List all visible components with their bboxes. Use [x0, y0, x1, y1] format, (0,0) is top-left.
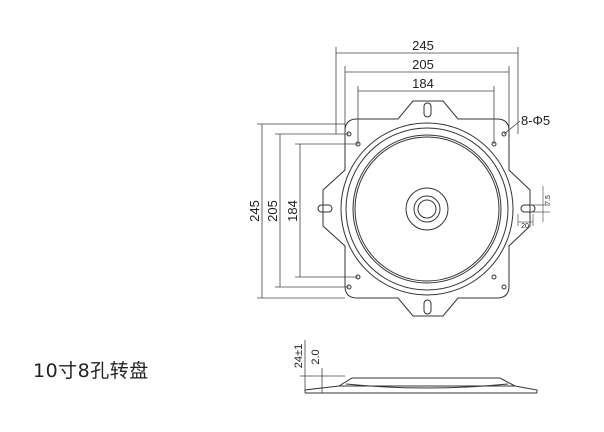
product-caption: 10寸8孔转盘 [33, 360, 149, 382]
dim-side-height: 24±1 [293, 344, 305, 368]
dim-top-inner: 184 [412, 76, 434, 91]
rotating-disk [340, 122, 514, 296]
dim-left-outer: 245 [247, 200, 262, 222]
holes-leader [503, 120, 521, 135]
dim-top-mid: 205 [412, 57, 434, 72]
dim-left-inner: 184 [285, 200, 300, 222]
dim-left-mid: 205 [265, 200, 280, 222]
top-dimensions [335, 47, 519, 144]
ear-slots [317, 102, 536, 315]
dim-side-thickness: 2.0 [310, 349, 322, 364]
dim-slot-height: 7.5 [545, 195, 552, 205]
dim-holes: 8-Φ5 [521, 113, 550, 128]
dim-top-outer: 245 [412, 38, 434, 53]
dim-slot-width: 20 [521, 223, 529, 230]
mounting-holes [346, 131, 507, 290]
side-view [300, 340, 538, 394]
left-dimensions [257, 123, 358, 299]
slot-detail [517, 186, 550, 226]
